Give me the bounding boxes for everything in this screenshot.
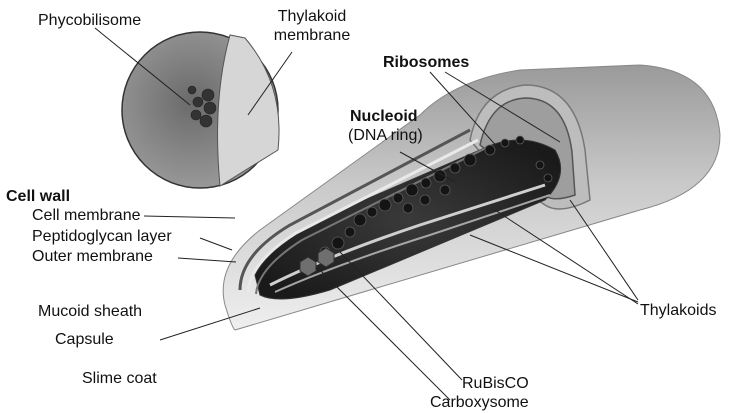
label-peptidoglycan-layer: Peptidoglycan layer: [32, 228, 172, 246]
label-thylakoid-membrane-line1: Thylakoid: [264, 8, 360, 26]
magnified-inset: [122, 32, 279, 188]
label-thylakoid-membrane-line2: membrane: [264, 27, 360, 45]
label-dna-ring: (DNA ring): [348, 127, 423, 145]
label-capsule: Capsule: [55, 331, 114, 349]
label-cell-membrane: Cell membrane: [32, 207, 140, 225]
label-thylakoids: Thylakoids: [640, 302, 716, 320]
label-cell-wall: Cell wall: [6, 188, 70, 206]
label-slime-coat: Slime coat: [82, 370, 157, 388]
label-ribosomes: Ribosomes: [383, 54, 469, 72]
label-nucleoid: Nucleoid: [350, 108, 418, 126]
label-mucoid-sheath: Mucoid sheath: [38, 303, 142, 321]
label-phycobilisome: Phycobilisome: [38, 12, 141, 30]
cell-body: [223, 65, 720, 330]
label-outer-membrane: Outer membrane: [32, 248, 153, 266]
label-carboxysome: Carboxysome: [430, 394, 529, 412]
label-rubisco: RuBisCO: [462, 375, 529, 393]
